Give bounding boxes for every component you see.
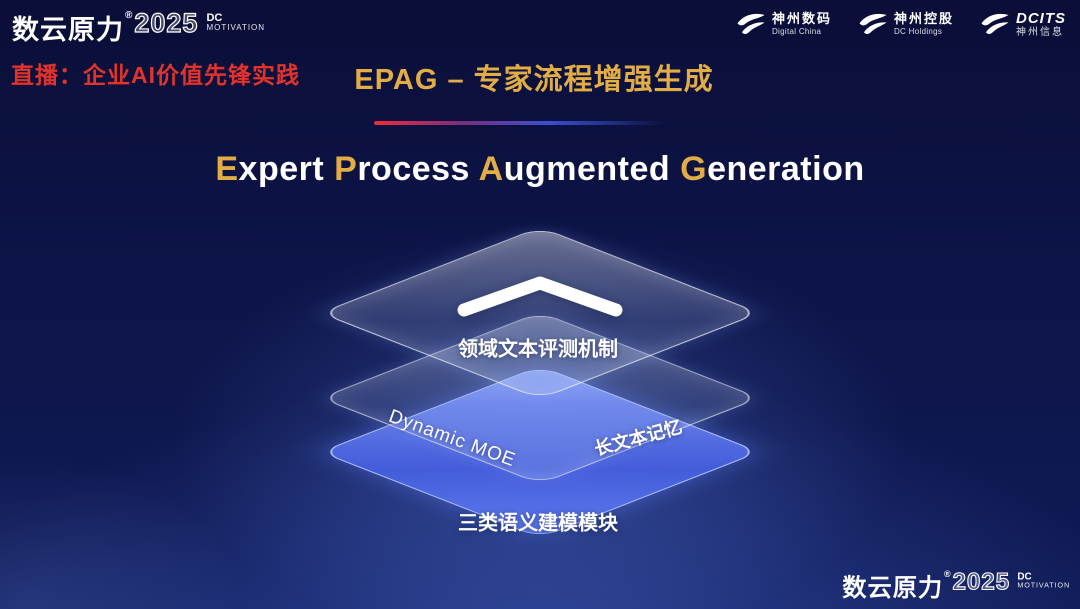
brand-tagline-line1: DC: [206, 12, 223, 24]
brand-year: 2025: [952, 567, 1011, 595]
subtitle-part: ugmented: [503, 150, 681, 188]
subtitle-initial-e: E: [215, 150, 239, 188]
registered-mark: ®: [125, 10, 134, 21]
subtitle-part: eneration: [707, 150, 865, 188]
subtitle-part: xpert: [238, 150, 335, 188]
dc-holdings-swoosh-icon: [858, 12, 888, 36]
digital-china-logo: 神州数码 Digital China: [736, 11, 832, 37]
subtitle-initial-g: G: [680, 150, 708, 188]
digital-china-logo-text: 神州数码 Digital China: [771, 11, 832, 37]
logo-name-secondary: 神州信息: [1016, 27, 1064, 39]
dcits-swoosh-icon: [980, 12, 1010, 36]
brand-tagline-line2: MOTIVATION: [1017, 581, 1070, 590]
chevron-up-icon: [455, 274, 625, 318]
logo-name-en: DC Holdings: [893, 27, 943, 37]
brand-name: 数云原力: [12, 15, 124, 45]
partner-logos: 神州数码 Digital China 神州控股 DC Holdings DCIT…: [736, 10, 1066, 39]
brand-wordmark: 数云原力®2025: [12, 7, 199, 47]
layer-label-evaluation: 领域文本评测机制: [458, 338, 618, 361]
page-title: EPAG – 专家流程增强生成: [354, 64, 714, 96]
logo-name-cn: 神州控股: [893, 11, 954, 27]
subtitle-initial-p: P: [334, 150, 358, 188]
brand-name: 数云原力: [842, 574, 944, 602]
brand-wordmark: 数云原力®2025: [842, 567, 1011, 603]
gradient-divider: [374, 121, 666, 125]
brand-logo-bottom-right: 数云原力®2025 DC MOTIVATION: [842, 567, 1070, 603]
subtitle-part: rocess: [357, 150, 479, 188]
logo-name-en: Digital China: [771, 27, 822, 37]
subtitle-initial-a: A: [478, 150, 504, 188]
brand-logo-top-left: 数云原力®2025 DC MOTIVATION: [12, 7, 265, 47]
dcits-logo-text: DCITS 神州信息: [1016, 10, 1066, 39]
dc-holdings-logo-text: 神州控股 DC Holdings: [893, 11, 954, 37]
brand-tagline: DC MOTIVATION: [1017, 572, 1070, 591]
brand-year: 2025: [134, 7, 199, 38]
registered-mark: ®: [943, 569, 952, 580]
subtitle: Expert Process Augmented Generation: [0, 150, 1080, 189]
dcits-logo: DCITS 神州信息: [980, 10, 1066, 39]
digital-china-swoosh-icon: [736, 12, 766, 36]
layer-label-semantic-modeling: 三类语义建模模块: [458, 512, 618, 535]
logo-name-primary: DCITS: [1016, 10, 1066, 27]
brand-tagline: DC MOTIVATION: [206, 12, 265, 33]
brand-tagline-line1: DC: [1017, 571, 1032, 583]
brand-tagline-line2: MOTIVATION: [206, 23, 266, 33]
dc-holdings-logo: 神州控股 DC Holdings: [858, 11, 954, 37]
live-banner: 直播：企业AI价值先锋实践: [11, 62, 300, 88]
logo-name-cn: 神州数码: [771, 11, 832, 27]
